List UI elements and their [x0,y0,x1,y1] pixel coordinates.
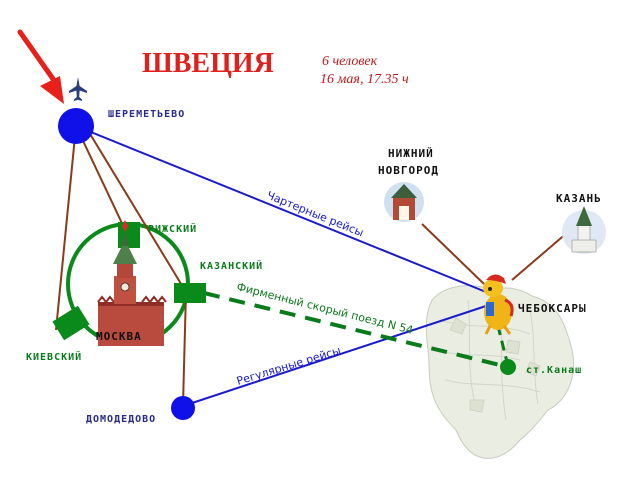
kievsky-station-marker[interactable] [52,305,90,341]
domodedovo-airport-marker[interactable] [171,396,195,420]
cheboksary-mascot-icon [483,274,514,335]
kazan-label: КАЗАНЬ [556,192,602,205]
page-title: ШВЕЦИЯ [142,48,274,79]
cheboksary-label: ЧЕБОКСАРЫ [518,302,587,315]
regular-flights-label: Регулярные рейсы [235,344,342,388]
moscow-label: МОСКВА [96,330,142,343]
kazansky-label: КАЗАНСКИЙ [200,259,263,272]
chuvashia-region-map [425,285,575,459]
red-pointer-arrow-icon [17,29,64,104]
date-time-text: 16 мая, 17.35 ч [320,72,409,87]
flight-lines [75,125,487,407]
kazan-kremlin-icon [562,206,606,254]
nizhny-novgorod-label-line2: НОВГОРОД [378,164,439,177]
rizhsky-station-marker[interactable] [118,222,140,248]
airplane-icon [69,77,87,101]
nizhny-novgorod-kremlin-icon [384,182,424,222]
kievsky-label: КИЕВСКИЙ [26,350,82,363]
domodedovo-label: ДОМОДЕДОВО [86,414,156,425]
rizhsky-label: РИЖСКИЙ [148,222,197,235]
group-size-text: 6 человек [322,54,378,69]
kanash-station-marker[interactable] [500,359,516,375]
kremlin-tower-icon [97,220,167,346]
connector-lines [55,123,569,405]
nizhny-novgorod-label-line1: НИЖНИЙ [388,147,434,160]
kazansky-station-marker[interactable] [174,283,206,303]
sheremetyevo-label: ШЕРЕМЕТЬЕВО [108,109,185,120]
sheremetyevo-airport-marker[interactable] [58,108,94,144]
kanash-label: ст.Канаш [526,365,582,376]
charter-flights-label: Чартерные рейсы [265,189,366,240]
